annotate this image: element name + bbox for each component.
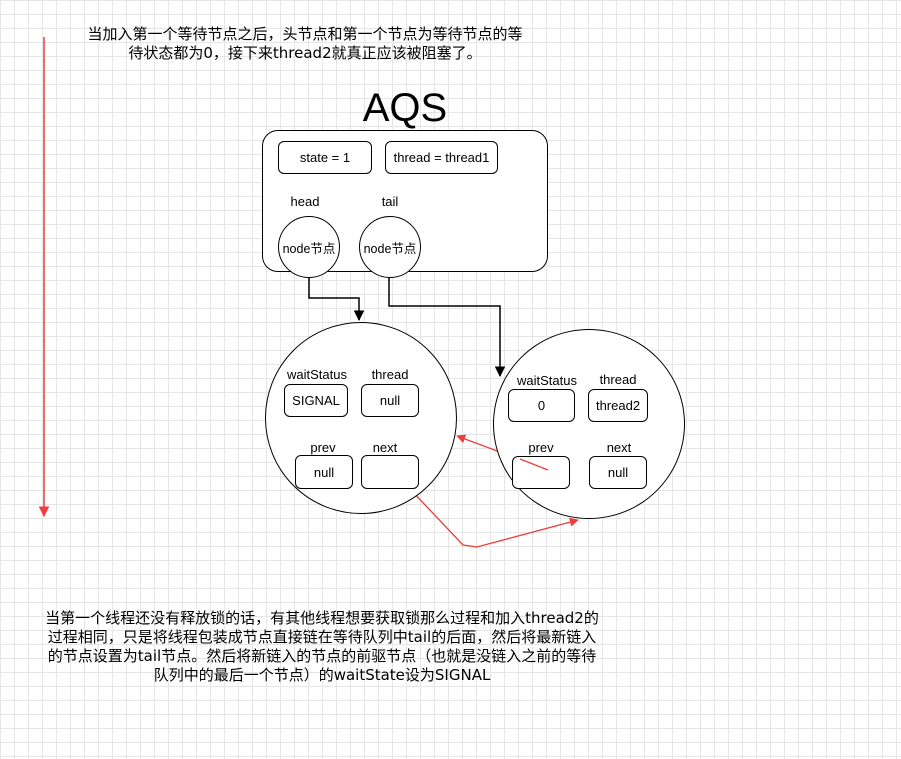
bottom-note-line-2: 过程相同，只是将线程包装成节点直接链在等待队列中tail的后面，然后将最新链入 bbox=[47, 628, 597, 646]
node2-thread-label: thread bbox=[599, 372, 637, 387]
node2-circle bbox=[493, 329, 685, 519]
node2-thread-value: thread2 bbox=[588, 389, 648, 422]
node2-waitstatus-value: 0 bbox=[508, 389, 575, 422]
tail-node-circle: node节点 bbox=[359, 216, 421, 278]
node2-prev-value bbox=[512, 456, 570, 489]
head-to-node1-connector bbox=[308, 277, 365, 322]
node2-next-label: next bbox=[606, 440, 632, 455]
node1-waitstatus-label: waitStatus bbox=[287, 367, 347, 382]
tail-label: tail bbox=[381, 194, 399, 209]
top-note-line-2: 待状态都为0，接下来thread2就真正应该被阻塞了。 bbox=[128, 44, 482, 62]
head-label: head bbox=[290, 194, 320, 209]
node1-prev-label: prev bbox=[310, 440, 336, 455]
tail-to-node2-connector bbox=[388, 277, 506, 378]
owner-thread-field: thread = thread1 bbox=[385, 141, 498, 174]
node2-prev-label: prev bbox=[528, 440, 554, 455]
node1-next-value bbox=[361, 455, 419, 489]
top-note: 当加入第一个等待节点之后，头节点和第一个节点为等待节点的等 待状态都为0，接下来… bbox=[50, 25, 560, 63]
bottom-note-line-1: 当第一个线程还没有释放锁的话，有其他线程想要获取锁那么过程和加入thread2的 bbox=[45, 609, 599, 627]
node1-waitstatus-value: SIGNAL bbox=[284, 384, 348, 417]
head-node-circle: node节点 bbox=[278, 216, 340, 278]
bottom-note: 当第一个线程还没有释放锁的话，有其他线程想要获取锁那么过程和加入thread2的… bbox=[12, 609, 632, 685]
node1-next-to-node2-arrow bbox=[410, 489, 579, 548]
state-field: state = 1 bbox=[278, 141, 372, 174]
bottom-note-line-3: 的节点设置为tail节点。然后将新链入的节点的前驱节点（也就是没链入之前的等待 bbox=[47, 647, 597, 665]
node2-next-value: null bbox=[589, 456, 647, 489]
node1-prev-value: null bbox=[295, 455, 353, 489]
bottom-note-line-4: 队列中的最后一个节点）的waitState设为SIGNAL bbox=[153, 666, 491, 684]
node1-thread-label: thread bbox=[371, 367, 409, 382]
node1-thread-value: null bbox=[361, 384, 419, 417]
top-note-line-1: 当加入第一个等待节点之后，头节点和第一个节点为等待节点的等 bbox=[87, 25, 523, 43]
aqs-title: AQS bbox=[362, 86, 448, 130]
node1-next-label: next bbox=[372, 440, 398, 455]
node2-waitstatus-label: waitStatus bbox=[517, 373, 577, 388]
